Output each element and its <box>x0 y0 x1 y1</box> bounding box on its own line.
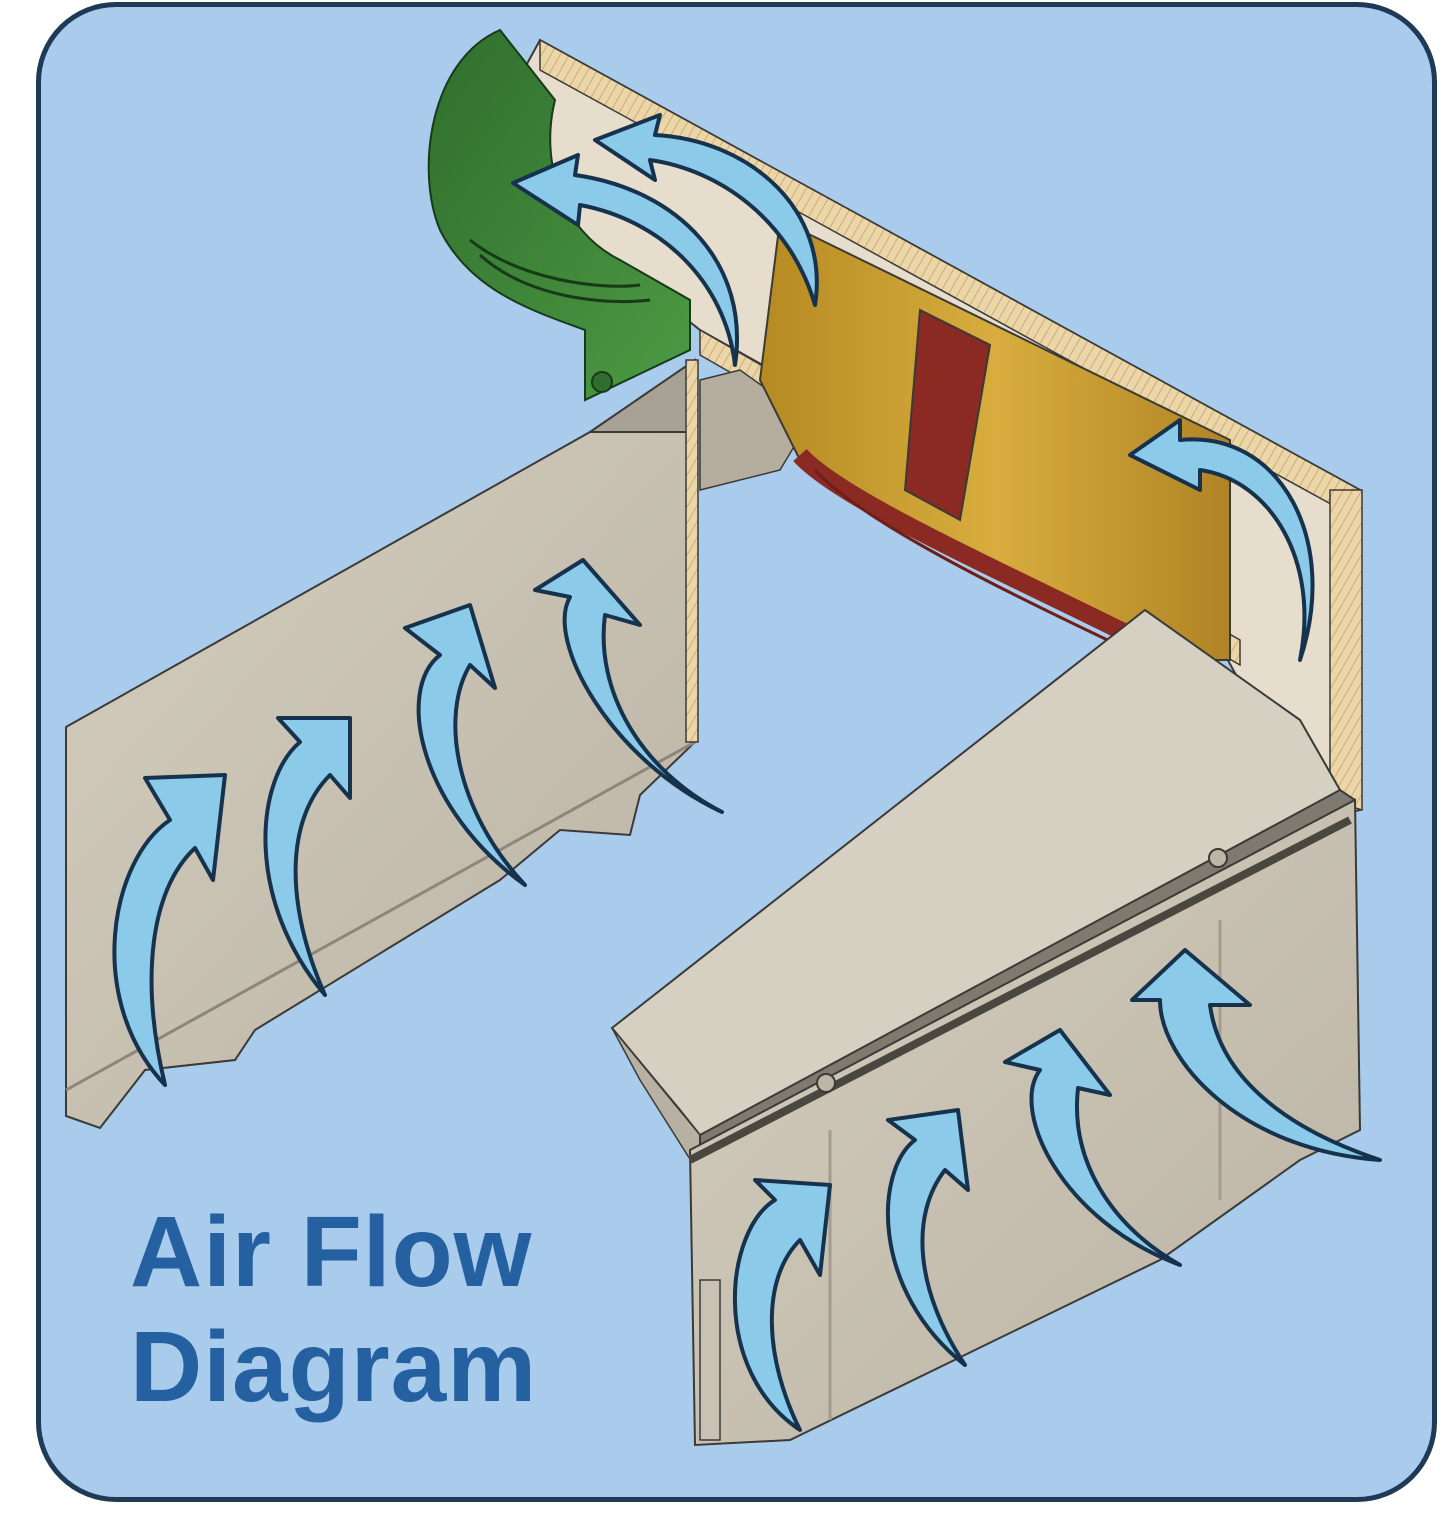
airflow-arrows <box>112 113 1382 1432</box>
airflow-arrow-icon <box>263 716 352 997</box>
airflow-arrow-icon <box>1130 948 1382 1162</box>
airflow-arrow-icon <box>1003 1028 1182 1267</box>
airflow-arrow-icon <box>593 113 819 307</box>
left-panel <box>65 358 699 1130</box>
airflow-arrow-icon <box>733 1178 832 1432</box>
airflow-arrow-icon <box>886 1108 970 1367</box>
right-panel <box>610 608 1362 1447</box>
title-line-2: Diagram <box>130 1311 538 1423</box>
airflow-arrow-icon <box>533 558 724 814</box>
airflow-arrow-icon <box>403 603 527 887</box>
title-line-1: Air Flow <box>130 1196 533 1308</box>
airflow-arrow-icon <box>1128 418 1315 662</box>
airflow-arrow-icon <box>112 773 227 1087</box>
diagram-title: Air Flow Diagram <box>130 1195 537 1425</box>
airflow-arrow-icon <box>511 153 739 367</box>
